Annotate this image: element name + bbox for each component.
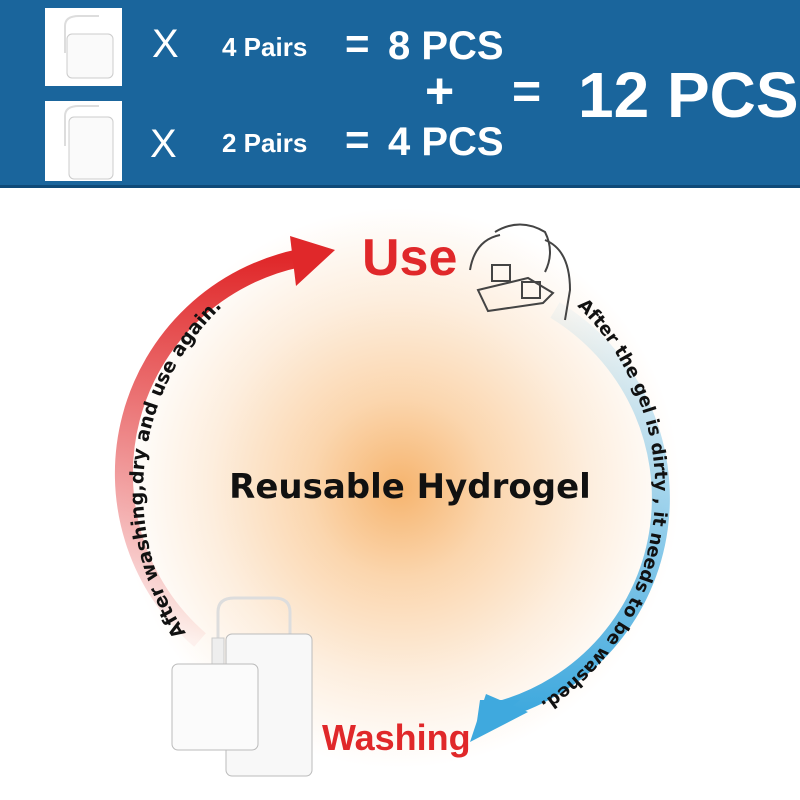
total-equals: = — [512, 63, 542, 119]
person-wearing-pad-icon — [469, 223, 572, 321]
row2-pairs: 2 Pairs — [222, 128, 308, 158]
rect-pad-thumbnail — [45, 101, 122, 181]
row1-multiplier: X — [152, 22, 179, 66]
rect-pad-icon — [64, 105, 114, 180]
row2-result: 4 PCS — [388, 120, 504, 164]
row2-multiplier: X — [150, 122, 177, 166]
red-cycle-arrow — [114, 249, 302, 647]
blue-cycle-arrow — [497, 302, 670, 719]
center-label: Reusable Hydrogel — [229, 467, 591, 507]
use-label: Use — [362, 229, 457, 287]
plus-sign: + — [425, 63, 455, 119]
header-banner: X 4 Pairs = 8 PCS X 2 Pairs = 4 PCS + = … — [0, 0, 800, 188]
row2-equals: = — [345, 116, 370, 163]
row1-result: 8 PCS — [388, 24, 504, 68]
red-arrowhead-icon — [290, 236, 335, 286]
washing-label: Washing — [322, 717, 471, 758]
total-count: 12 PCS — [578, 59, 799, 131]
left-caption: After washing,dry and use again. — [126, 294, 226, 642]
row1-equals: = — [345, 20, 370, 67]
row1-pairs: 4 Pairs — [222, 32, 308, 62]
electrode-pads-image — [171, 596, 313, 777]
square-pad-icon — [64, 15, 114, 79]
square-pad-thumbnail — [45, 8, 122, 86]
